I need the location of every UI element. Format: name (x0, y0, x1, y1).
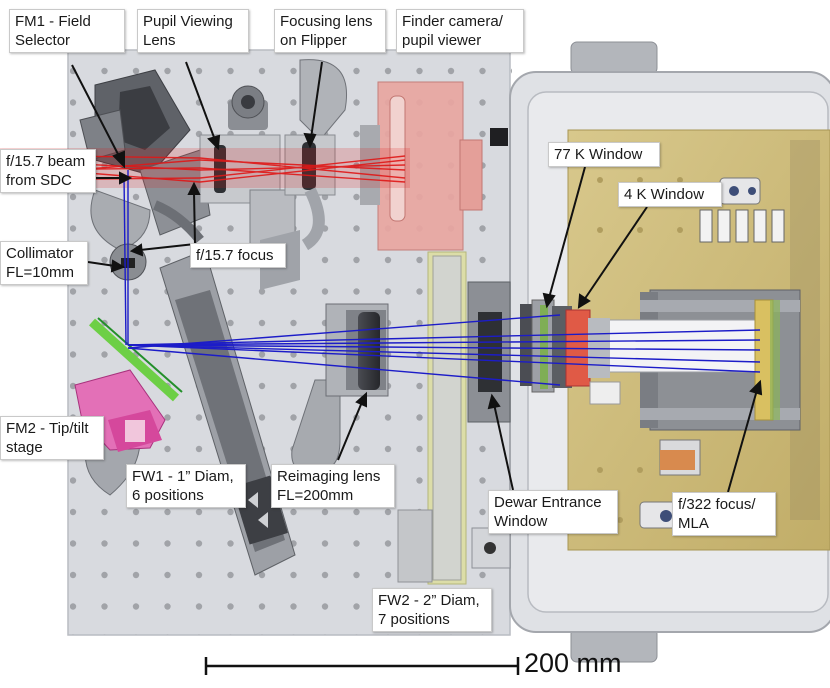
label-f15-7-beam: f/15.7 beam from SDC (0, 149, 96, 193)
label-pupil-viewing-lens: Pupil Viewing Lens (137, 9, 249, 53)
label-fw2: FW2 - 2” Diam, 7 positions (372, 588, 492, 632)
label-77k-window: 77 K Window (548, 142, 660, 167)
label-4k-window: 4 K Window (618, 182, 722, 207)
dewar-cryostat (509, 41, 830, 663)
label-f322-focus-mla: f/322 focus/ MLA (672, 492, 776, 536)
label-dewar-entrance-window: Dewar Entrance Window (488, 490, 618, 534)
label-fw1: FW1 - 1” Diam, 6 positions (126, 464, 246, 508)
label-reimaging-lens: Reimaging lens FL=200mm (271, 464, 395, 508)
label-f15-7-focus: f/15.7 focus (190, 243, 286, 268)
annotation-arrows (71, 61, 763, 493)
fw2-filter-wheel (397, 251, 511, 585)
scale-bar-label: 200 mm (524, 648, 622, 678)
label-finder-camera: Finder camera/ pupil viewer (396, 9, 524, 53)
blue-beam (123, 170, 761, 386)
label-fm1-field-selector: FM1 - Field Selector (9, 9, 125, 53)
scale-bar (204, 657, 520, 675)
label-collimator: Collimator FL=10mm (0, 241, 88, 285)
red-beam-f15-7 (0, 154, 406, 183)
label-fm2-tip-tilt: FM2 - Tip/tilt stage (0, 416, 104, 460)
label-focusing-lens: Focusing lens on Flipper (274, 9, 386, 53)
